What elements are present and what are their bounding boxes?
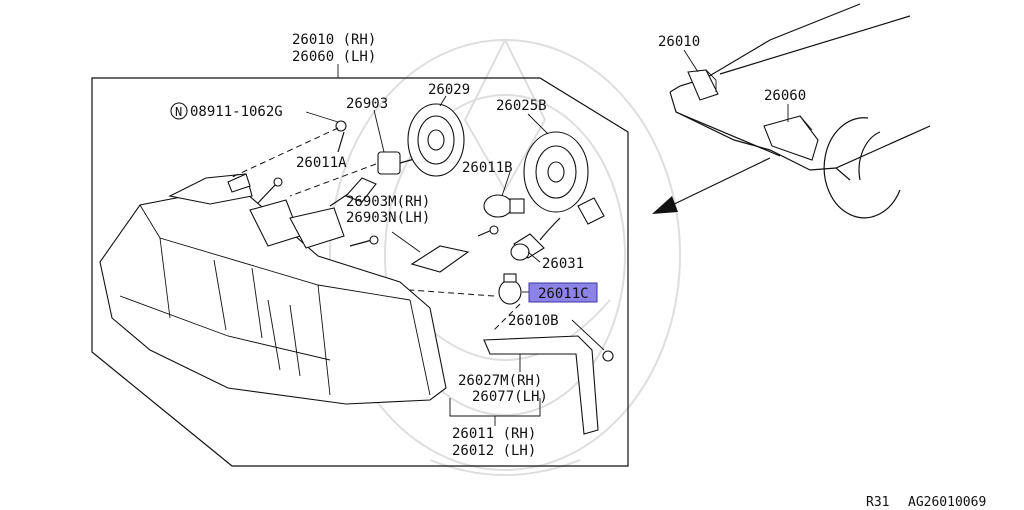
reflector-26029 bbox=[407, 103, 465, 177]
bottom-callout-leader bbox=[449, 398, 541, 426]
label-26077: 26077(LH) bbox=[472, 389, 548, 405]
label-26031: 26031 bbox=[542, 256, 584, 272]
label-26025b: 26025B bbox=[496, 98, 547, 114]
bulb-26011a bbox=[329, 177, 377, 207]
side-lens-26027m bbox=[483, 335, 599, 435]
footer-model: R31 bbox=[866, 495, 889, 510]
housing-bracket bbox=[249, 199, 345, 249]
label-26011a: 26011A bbox=[296, 155, 347, 171]
bracket-26903m bbox=[391, 231, 470, 273]
footer-diagram-code: AG26010069 bbox=[908, 495, 986, 510]
label-group-rh: 26010 (RH) bbox=[292, 32, 376, 48]
nut-marker-icon bbox=[170, 102, 188, 120]
bulb-26011c bbox=[498, 273, 522, 305]
label-26027m: 26027M(RH) bbox=[458, 373, 542, 389]
nut-part-number: 08911-1062G bbox=[190, 104, 283, 120]
label-26029: 26029 bbox=[428, 82, 470, 98]
label-26010b: 26010B bbox=[508, 313, 559, 329]
car-front-view bbox=[669, 3, 931, 219]
label-26903m: 26903M(RH) bbox=[346, 194, 430, 210]
label-26011b: 26011B bbox=[462, 160, 513, 176]
car-label-26060: 26060 bbox=[764, 88, 806, 104]
car-leader-26010 bbox=[683, 49, 699, 73]
label-bottom-group-lh: 26012 (LH) bbox=[452, 443, 536, 459]
bulb-26011b bbox=[483, 194, 525, 218]
bolt-parts bbox=[257, 120, 614, 362]
label-group-lh: 26060 (LH) bbox=[292, 49, 376, 65]
reflector-26025b bbox=[523, 131, 605, 241]
label-nut: N 08911-1062G bbox=[170, 102, 283, 120]
assembly-outline bbox=[91, 77, 629, 467]
dashed-leaders bbox=[229, 127, 521, 331]
location-arrow bbox=[652, 157, 771, 214]
label-26011c: 26011C bbox=[538, 286, 589, 302]
label-bottom-group-rh: 26011 (RH) bbox=[452, 426, 536, 442]
label-26903n: 26903N(LH) bbox=[346, 210, 430, 226]
label-26903: 26903 bbox=[346, 96, 388, 112]
car-label-26010: 26010 bbox=[658, 34, 700, 50]
label-leaders bbox=[305, 95, 605, 372]
socket-26031 bbox=[510, 233, 545, 261]
highlighted-part-26011c[interactable]: 26011C bbox=[528, 282, 598, 303]
headlamp-housing bbox=[99, 173, 447, 405]
nut-marker-letter: N bbox=[175, 105, 182, 119]
